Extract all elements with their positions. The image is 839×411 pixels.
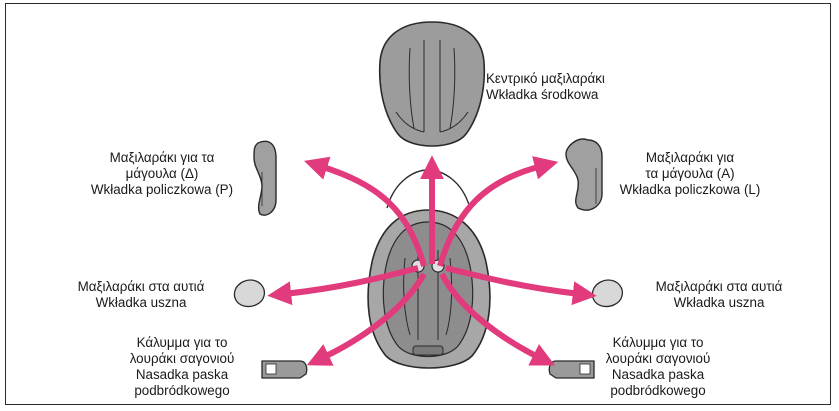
label-line: Nasadka paska xyxy=(122,367,242,383)
ear-pad-left xyxy=(234,280,264,307)
label-cheek-pad-right-side: Μαξιλαράκι για τα μάγουλα (Δ) Wkładka po… xyxy=(72,150,252,198)
label-center-pad: Κεντρικό μαξιλαράκι Wkładka środkowa xyxy=(486,71,605,103)
label-line: Wkładka uszna xyxy=(626,295,812,311)
chin-strap-cover-right xyxy=(549,361,594,378)
label-chin-strap-cover-right: Κάλυμμα για το λουράκι σαγονιού Nasadka … xyxy=(598,335,718,399)
ear-pad-right xyxy=(592,280,622,307)
label-ear-pad-right: Μαξιλαράκι στα αυτιά Wkładka uszna xyxy=(626,279,812,311)
label-line: Wkładka środkowa xyxy=(486,87,605,103)
label-line: Μαξιλαράκι για xyxy=(600,150,780,166)
label-line: λουράκι σαγονιού xyxy=(598,351,718,367)
chin-strap-cover-left xyxy=(262,361,307,378)
label-ear-pad-left: Μαξιλαράκι στα αυτιά Wkładka uszna xyxy=(48,279,234,311)
label-chin-strap-cover-left: Κάλυμμα για το λουράκι σαγονιού Nasadka … xyxy=(122,335,242,399)
label-line: λουράκι σαγονιού xyxy=(122,351,242,367)
label-line: podbródkowego xyxy=(598,383,718,399)
label-line: Wkładka policzkowa (P) xyxy=(72,182,252,198)
label-line: τα μάγουλα (Α) xyxy=(600,166,780,182)
label-line: podbródkowego xyxy=(122,383,242,399)
label-line: Nasadka paska xyxy=(598,367,718,383)
label-line: Κεντρικό μαξιλαράκι xyxy=(486,71,605,87)
label-line: Wkładka uszna xyxy=(48,295,234,311)
label-line: μάγουλα (Δ) xyxy=(72,166,252,182)
cheek-pad-right-side xyxy=(254,141,276,215)
label-line: Wkładka policzkowa (L) xyxy=(600,182,780,198)
label-line: Μαξιλαράκι στα αυτιά xyxy=(626,279,812,295)
label-line: Μαξιλαράκι στα αυτιά xyxy=(48,279,234,295)
label-line: Κάλυμμα για το xyxy=(122,335,242,351)
label-cheek-pad-left-side: Μαξιλαράκι για τα μάγουλα (Α) Wkładka po… xyxy=(600,150,780,198)
cheek-pad-left-side xyxy=(566,139,602,210)
center-pad xyxy=(380,22,485,146)
label-line: Κάλυμμα για το xyxy=(598,335,718,351)
label-line: Μαξιλαράκι για τα xyxy=(72,150,252,166)
